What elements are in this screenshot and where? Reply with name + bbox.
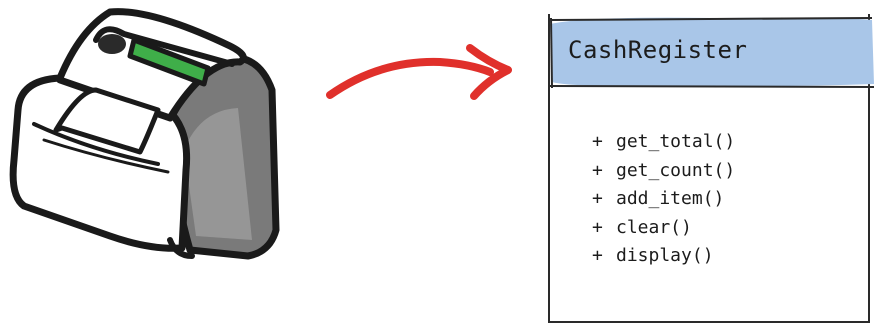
class-name: CashRegister [568,36,748,64]
cash-register-icon [0,0,300,280]
visibility-marker: + [592,216,603,238]
method-item: + display() [592,242,735,271]
method-list: + get_total() + get_count() + add_item() + c… [592,128,735,271]
method-item: + get_total() [592,128,735,157]
method-name: display() [616,245,714,266]
method-item: + get_count() [592,157,735,186]
method-name: get_count() [616,159,736,181]
method-item: + add_item() [592,185,735,214]
method-name: get_total() [616,131,736,152]
visibility-marker: + [592,131,603,152]
method-name: clear() [616,216,692,238]
curved-arrow-icon [320,40,520,110]
visibility-marker: + [592,245,603,266]
uml-class-header: CashRegister [546,14,875,89]
method-name: add_item() [616,188,725,209]
visibility-marker: + [592,188,603,209]
uml-class-box: CashRegister + get_total() + get_count() +… [546,14,875,323]
visibility-marker: + [592,159,603,181]
method-item: + clear() [592,214,735,243]
